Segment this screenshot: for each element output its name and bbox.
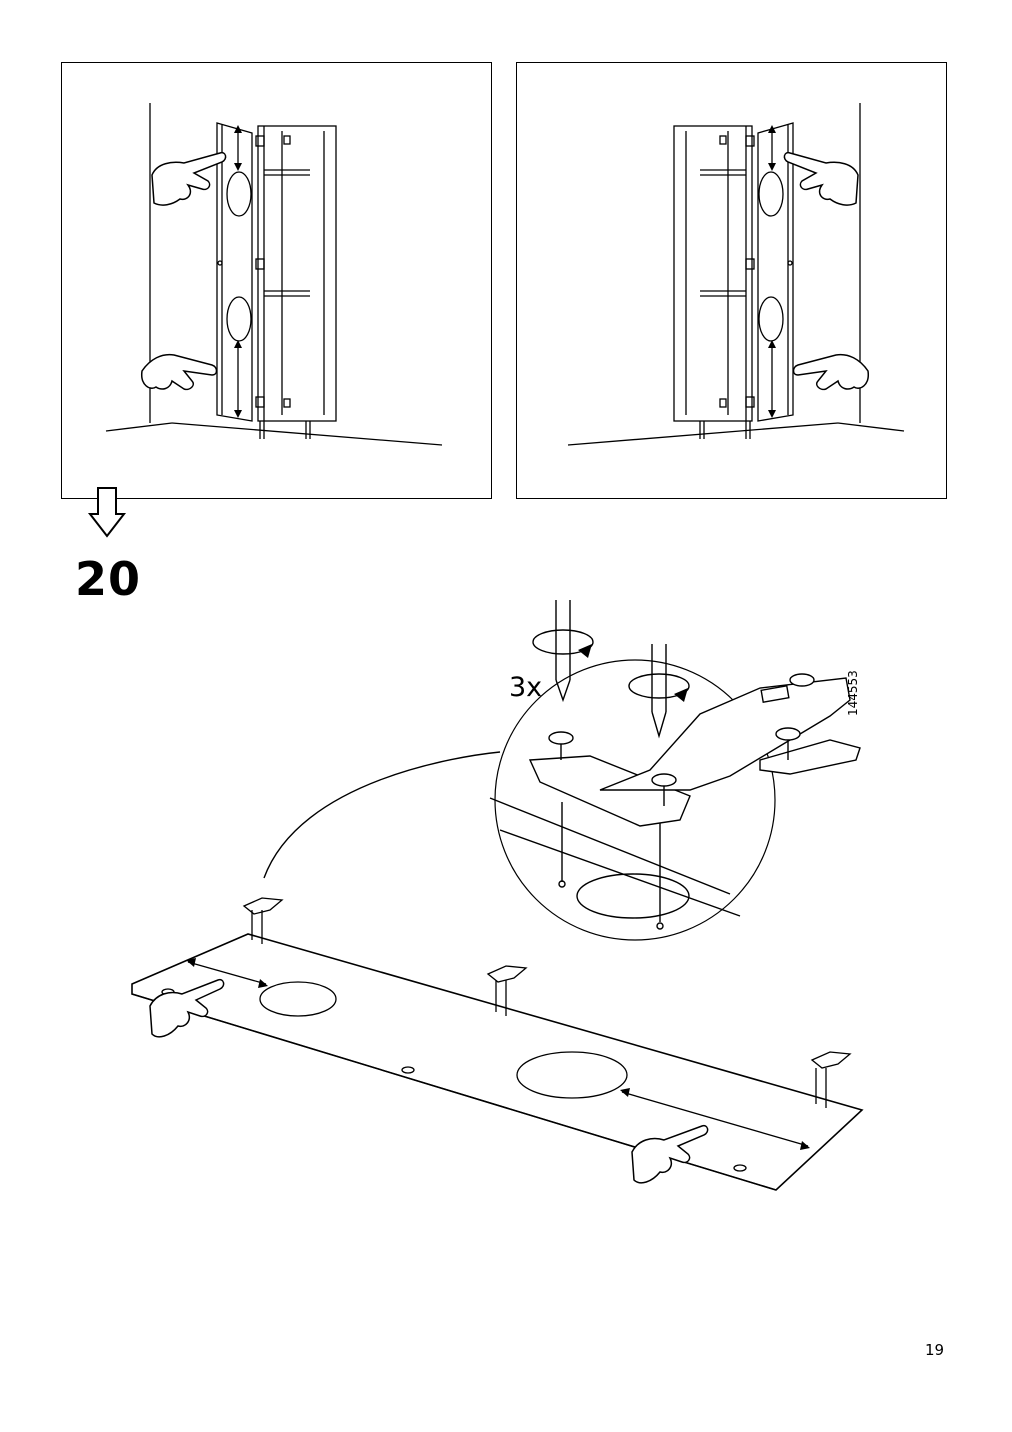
part-number: 144553 <box>846 670 860 716</box>
screwdriver-icon <box>555 600 667 739</box>
cabinet-right-hinge-illustration <box>567 103 905 446</box>
down-arrow-icon <box>87 487 127 538</box>
pointing-hand-icon <box>141 151 227 391</box>
illustration-panel-right <box>516 62 947 499</box>
clockwise-rotation-icon <box>532 629 690 699</box>
page-number: 19 <box>925 1341 945 1359</box>
illustration-panel-left <box>61 62 492 499</box>
door-hinge-assembly-illustration <box>131 600 864 1191</box>
screw-icon <box>548 673 815 806</box>
pointing-hand-icon <box>149 978 709 1184</box>
step-number: 20 <box>75 552 142 606</box>
hinge-icon <box>242 897 852 1108</box>
cabinet-left-hinge-illustration <box>105 103 443 446</box>
quantity-multiplier: 3x <box>509 672 543 703</box>
